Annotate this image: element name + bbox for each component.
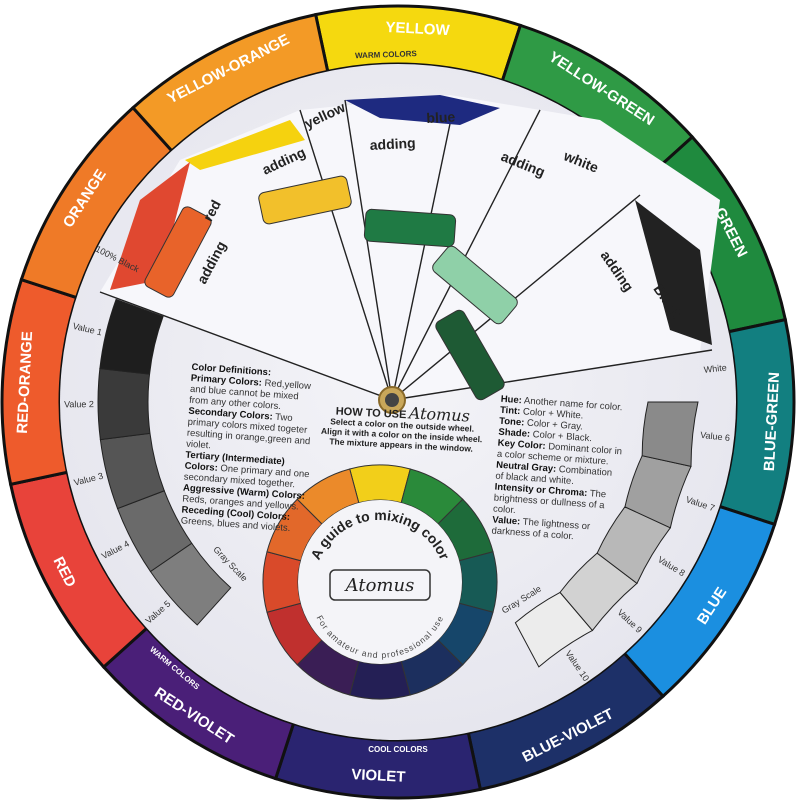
yellow-tab <box>185 120 305 170</box>
outer-segment-label: VIOLET <box>351 766 406 786</box>
inner-color-segment[interactable] <box>349 464 411 504</box>
inner-brand-logo: Atomus <box>344 575 415 596</box>
divider-line <box>391 194 641 401</box>
divider-line <box>391 109 541 401</box>
definitions-right: Hue: Another name for color.Tint: Color … <box>491 394 627 545</box>
temperature-note: COOL COLORS <box>368 745 428 754</box>
definitions-left: Color Definitions:Primary Colors: Red,ye… <box>180 362 317 535</box>
mix-window-black <box>435 309 505 401</box>
gray-right-swatch <box>641 401 699 468</box>
red-tab <box>110 162 190 290</box>
mix-window-white <box>432 245 518 325</box>
black-tab <box>635 200 712 345</box>
how-to-use: HOW TO USE Atomus Select a color on the … <box>317 403 487 455</box>
gray-value-label: Value 2 <box>64 399 94 409</box>
window-mix-label: blue <box>426 108 456 125</box>
divider-line <box>344 99 393 401</box>
white-label: White <box>703 362 727 374</box>
inner-center <box>298 500 462 664</box>
inner-color-segment[interactable] <box>458 551 498 613</box>
temperature-note: WARM COLORS <box>355 49 418 60</box>
window-panel <box>100 95 720 400</box>
outer-segment-label: RED-ORANGE <box>14 331 36 434</box>
gray-value-label: Value 6 <box>700 430 731 443</box>
divider-line <box>99 291 393 401</box>
center-hole <box>385 393 399 407</box>
gray-left-swatch <box>99 298 164 375</box>
mix-window-yellow <box>258 175 352 225</box>
mix-window-red <box>144 206 212 298</box>
blue-tab <box>345 95 500 125</box>
mix-window-blue <box>363 208 457 248</box>
window-divider-lines <box>99 95 713 401</box>
outer-segment-label: YELLOW <box>385 19 451 39</box>
inner-color-segment[interactable] <box>262 551 302 613</box>
divider-line <box>391 349 713 401</box>
brand-box <box>329 569 431 601</box>
inner-color-segment[interactable] <box>349 660 411 700</box>
window-action-label: adding <box>369 135 416 153</box>
divider-line <box>299 109 393 401</box>
divider-line <box>391 99 456 401</box>
outer-color-ring[interactable]: YELLOWYELLOW-GREENGREENBLUE-GREENBLUEBLU… <box>0 4 796 800</box>
gray-left-swatch <box>97 368 151 441</box>
outer-segment-label: BLUE-GREEN <box>761 372 783 472</box>
